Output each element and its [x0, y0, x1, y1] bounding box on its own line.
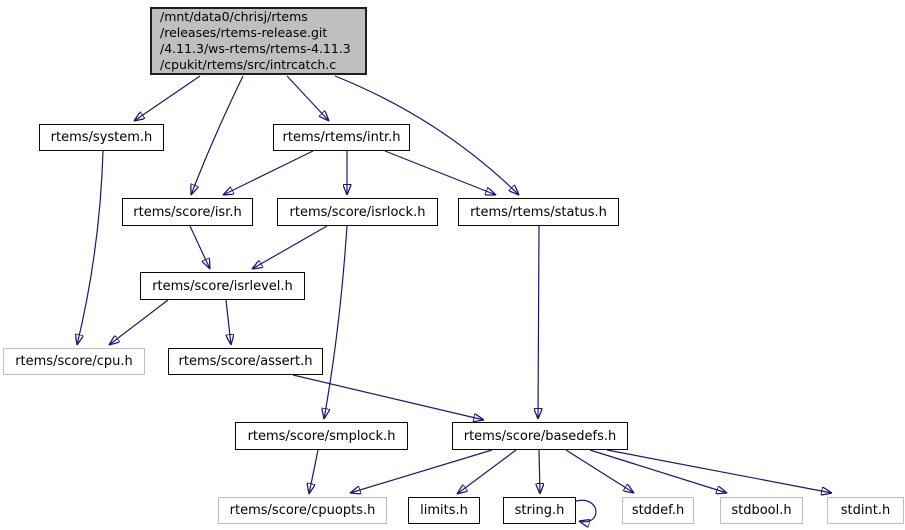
node-rtems-rtems-intr-h[interactable]: rtems/rtems/intr.h	[273, 124, 410, 151]
node-rtems-score-isr-h[interactable]: rtems/score/isr.h	[122, 198, 253, 226]
edge-intrcatch-to-system	[134, 75, 201, 121]
node-rtems-score-smplock-h[interactable]: rtems/score/smplock.h	[235, 422, 408, 450]
node-label: rtems/score/basedefs.h	[463, 428, 617, 444]
node-label: rtems/score/cpu.h	[15, 354, 133, 369]
edge-isrlock-to-smplock	[324, 225, 348, 419]
node-rtems-score-basedefs-h[interactable]: rtems/score/basedefs.h	[452, 422, 628, 450]
edge-isr-to-isrlevel	[189, 225, 210, 269]
node-intrcatch-c: /mnt/data0/chrisj/rtems /releases/rtems-…	[150, 7, 367, 75]
node-label: rtems/score/isrlock.h	[289, 204, 426, 220]
edge-smplock-to-cpuopts	[309, 449, 319, 494]
node-label: rtems/rtems/status.h	[470, 204, 607, 220]
edge-status-to-basedefs	[538, 225, 539, 419]
edge-assert-to-basedefs	[292, 374, 484, 420]
edge-basedefs-to-limits	[457, 449, 517, 494]
edge-system-to-cpu	[77, 150, 104, 345]
node-label: stddef.h	[631, 503, 685, 518]
node-label: rtems/score/isrlevel.h	[152, 278, 293, 294]
source-path-line: /cpukit/rtems/src/intrcatch.c	[160, 57, 337, 72]
node-label: rtems/score/smplock.h	[247, 428, 396, 444]
node-label: rtems/score/assert.h	[178, 354, 313, 369]
edge-isrlevel-to-cpu	[109, 299, 169, 345]
source-path-line: /mnt/data0/chrisj/rtems	[160, 9, 308, 24]
edge-intrcatch-to-status	[334, 75, 519, 195]
node-limits-h[interactable]: limits.h	[408, 497, 480, 524]
node-stdint-h: stdint.h	[827, 497, 904, 524]
edge-basedefs-to-stdint	[606, 449, 832, 493]
edge-intrcatch-to-isr	[191, 75, 244, 195]
node-stdbool-h: stdbool.h	[720, 497, 803, 524]
node-label: string.h	[514, 503, 565, 518]
node-rtems-score-cpuopts-h: rtems/score/cpuopts.h	[218, 497, 387, 524]
edge-basedefs-to-stddef	[565, 449, 634, 493]
node-string-h[interactable]: string.h	[503, 497, 576, 524]
edge-intr-to-isr	[223, 150, 314, 195]
node-label: stdint.h	[840, 503, 891, 518]
node-label: limits.h	[420, 503, 468, 518]
edge-basedefs-to-cpuopts	[350, 449, 493, 493]
source-path-line: /4.11.3/ws-rtems/rtems-4.11.3	[160, 41, 351, 56]
edge-intrcatch-to-intr	[286, 75, 329, 121]
node-rtems-score-isrlevel-h[interactable]: rtems/score/isrlevel.h	[140, 272, 305, 300]
node-label: rtems/score/isr.h	[133, 204, 242, 220]
edge-isrlevel-to-assert	[225, 299, 231, 345]
node-rtems-rtems-status-h[interactable]: rtems/rtems/status.h	[458, 198, 619, 226]
edge-basedefs-to-string	[539, 449, 540, 494]
node-label: rtems/score/cpuopts.h	[229, 503, 376, 518]
node-stddef-h: stddef.h	[622, 497, 694, 524]
source-path-line: /releases/rtems-release.git	[160, 25, 328, 40]
node-rtems-score-assert-h[interactable]: rtems/score/assert.h	[168, 348, 323, 375]
edge-basedefs-to-stdbool	[589, 449, 727, 493]
node-label: stdbool.h	[731, 503, 792, 518]
node-label: rtems/rtems/intr.h	[282, 130, 401, 145]
edge-intr-to-status	[384, 150, 496, 195]
node-label: rtems/system.h	[50, 130, 153, 145]
node-rtems-system-h[interactable]: rtems/system.h	[39, 124, 164, 151]
node-rtems-score-isrlock-h[interactable]: rtems/score/isrlock.h	[277, 198, 438, 226]
node-rtems-score-cpu-h: rtems/score/cpu.h	[3, 348, 145, 375]
edge-isrlock-to-isrlevel	[252, 225, 328, 269]
edge-string-self-loop	[575, 499, 597, 522]
